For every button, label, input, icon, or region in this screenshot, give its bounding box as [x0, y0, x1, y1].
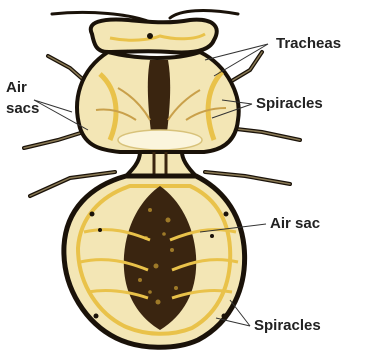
label-air-sacs-line1: Air	[6, 79, 27, 96]
thorax	[77, 52, 239, 152]
abdomen	[64, 176, 245, 347]
waist	[126, 152, 196, 176]
label-air-sacs-line2: sacs	[6, 100, 39, 117]
label-tracheas: Tracheas	[276, 35, 341, 52]
leader-tracheas-2	[214, 44, 268, 76]
label-air-sac: Air sac	[270, 215, 320, 232]
label-spiracles-top: Spiracles	[256, 95, 323, 112]
label-spiracles-bottom: Spiracles	[254, 317, 321, 334]
head	[91, 20, 217, 53]
